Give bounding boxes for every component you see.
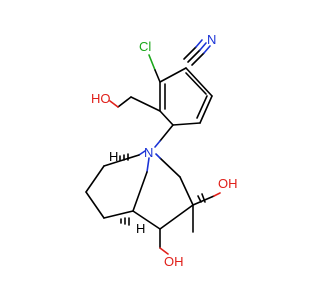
nitrile-group bbox=[183, 39, 211, 66]
bridge-nitrogen-label: N bbox=[144, 145, 153, 160]
molecule-structure: N Cl HO N H H OH OH bbox=[85, 32, 238, 269]
chlorine-bond bbox=[148, 54, 156, 71]
bridgehead-hydrogen-top-label: H bbox=[109, 149, 118, 164]
chlorine-label: Cl bbox=[139, 39, 151, 54]
stereo-hash-bonds bbox=[119, 153, 206, 226]
hydroxymethyl-group bbox=[109, 96, 161, 112]
secondary-hydroxyl-label: OH bbox=[164, 254, 184, 269]
bicyclic-framework bbox=[85, 150, 194, 230]
benzene-ring bbox=[159, 67, 213, 126]
hydroxymethyl-oh-label: HO bbox=[91, 91, 111, 106]
tertiary-hydroxyl-label: OH bbox=[218, 176, 238, 191]
bridgehead-hydrogen-bottom-label: H bbox=[136, 221, 145, 236]
nitrile-nitrogen-label: N bbox=[207, 32, 216, 47]
